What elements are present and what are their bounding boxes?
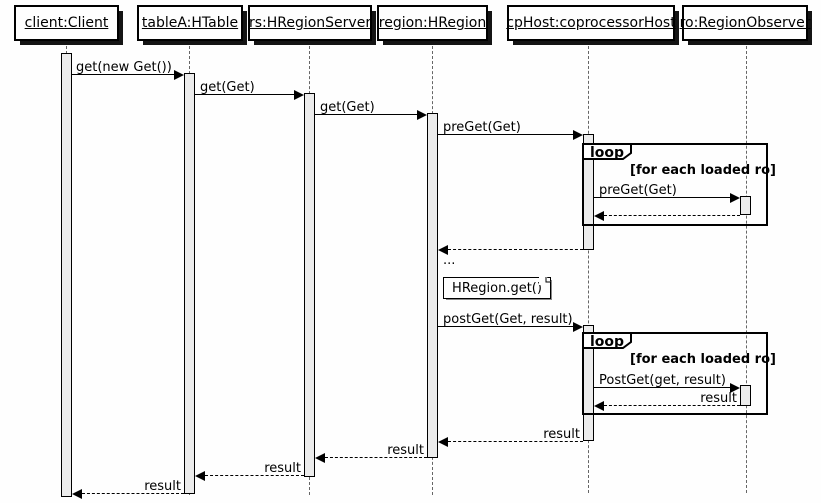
loop-title: loop [590,334,625,350]
participant-cphost-label: cpHost:coprocessorHost [506,15,676,31]
arrowhead-icon [438,245,448,255]
arrowhead-icon [730,383,740,393]
message-label: preGet(Get) [599,183,677,198]
return-line [448,441,583,442]
arrowhead-icon [573,130,583,140]
participant-client-label: client:Client [24,15,109,31]
message-label: get(Get) [320,100,375,115]
return-line [205,475,304,476]
arrowhead-icon [730,193,740,203]
arrowhead-icon [594,211,604,221]
message-label: result [264,461,301,476]
participant-client: client:Client [14,5,119,41]
return-line [82,493,184,494]
message-label: preGet(Get) [443,120,521,135]
message-line [195,94,297,95]
activation-ro-2 [740,385,751,406]
message-label: result [387,443,424,458]
arrowhead-icon [417,110,427,120]
loop-guard: [for each loaded ro] [630,163,776,178]
message-line [315,114,419,115]
participant-region: region:HRegion [377,5,488,41]
arrowhead-icon [438,437,448,447]
loop-tab-shape [582,332,632,349]
participant-tablea-label: tableA:HTable [141,15,239,31]
activation-rs [304,93,315,477]
lifeline-cphost [588,41,589,493]
participant-ro: ro:RegionObserver [679,5,811,41]
arrowhead-icon [195,471,205,481]
message-label: get(new Get()) [76,60,172,75]
participant-region-label: region:HRegion [378,15,487,31]
message-label: result [144,479,181,494]
arrowhead-icon [594,401,604,411]
return-line [604,215,740,216]
activation-client [61,53,72,497]
loop-tab-shape [582,143,632,160]
message-label: result [543,427,580,442]
participant-tablea: tableA:HTable [137,5,243,41]
note-text: HRegion.get() [452,280,542,296]
message-line [594,197,732,198]
message-label: PostGet(get, result) [599,373,726,388]
message-line [438,326,575,327]
participant-ro-label: ro:RegionObserver [679,15,811,31]
arrowhead-icon [573,322,583,332]
message-line [594,387,732,388]
return-line [448,249,583,250]
participant-rs-label: rs:HRegionServer [248,15,372,31]
message-label: get(Get) [200,80,255,95]
message-line [72,74,176,75]
message-label: postGet(Get, result) [443,312,573,327]
arrowhead-icon [315,453,325,463]
loop-fragment-1: loop [for each loaded ro] [582,143,776,226]
loop-title: loop [590,145,625,161]
ellipsis: ... [443,253,456,268]
return-line [604,405,740,406]
activation-tablea [184,73,195,494]
lifeline-ro [746,41,747,493]
participant-cphost: cpHost:coprocessorHost [506,5,676,41]
arrowhead-icon [72,489,82,499]
note: HRegion.get() [443,277,551,299]
loop-guard: [for each loaded ro] [630,352,776,367]
loop-fragment-2: loop [for each loaded ro] [582,332,776,415]
message-label: result [700,391,737,406]
participant-rs: rs:HRegionServer [248,5,372,41]
note-fold-icon [539,277,551,285]
arrowhead-icon [294,90,304,100]
message-line [438,134,575,135]
activation-ro-1 [740,196,751,215]
return-line [325,457,427,458]
arrowhead-icon [174,70,184,80]
activation-region [427,113,438,458]
